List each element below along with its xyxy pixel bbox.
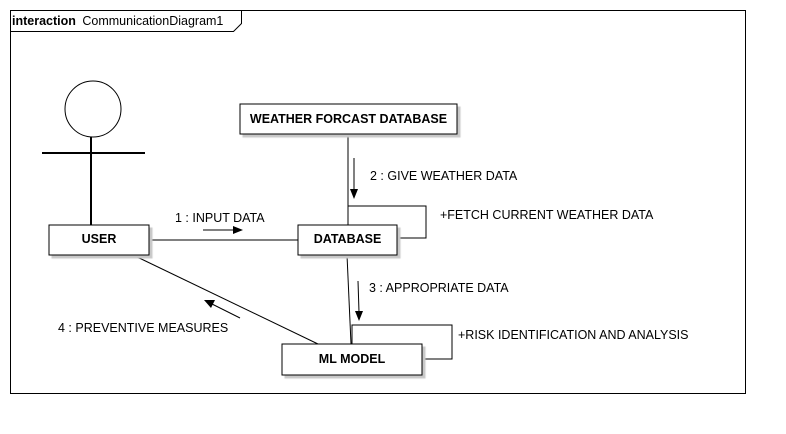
message-label-4: 4 : PREVENTIVE MEASURES <box>58 321 228 335</box>
frame-title: interaction CommunicationDiagram1 <box>12 12 223 29</box>
object-ml-model[interactable]: ML MODEL <box>281 343 423 376</box>
object-user[interactable]: USER <box>48 224 150 256</box>
link-user-mlmodel <box>132 254 319 345</box>
actor-stick-figure[interactable] <box>42 80 145 226</box>
self-call-label-database: +FETCH CURRENT WEATHER DATA <box>440 208 654 222</box>
object-ml-model-label: ML MODEL <box>319 352 386 366</box>
message-arrow-2 <box>350 158 358 199</box>
frame-name: CommunicationDiagram1 <box>82 14 223 28</box>
self-call-loop-mlmodel <box>351 324 453 360</box>
message-arrow-1 <box>203 226 243 234</box>
link-database-mlmodel <box>346 254 352 345</box>
message-label-2: 2 : GIVE WEATHER DATA <box>370 169 518 183</box>
message-label-1: 1 : INPUT DATA <box>175 211 265 225</box>
self-call-label-ml-model: +RISK IDENTIFICATION AND ANALYSIS <box>458 328 689 342</box>
message-arrow-4 <box>204 300 241 319</box>
object-weather-database-label: WEATHER FORCAST DATABASE <box>250 112 447 126</box>
object-database[interactable]: DATABASE <box>297 224 398 256</box>
frame-keyword: interaction <box>12 14 76 28</box>
object-user-label: USER <box>82 232 117 246</box>
object-database-label: DATABASE <box>314 232 382 246</box>
message-arrow-3 <box>355 280 363 321</box>
message-label-3: 3 : APPROPRIATE DATA <box>369 281 509 295</box>
interaction-frame: interaction CommunicationDiagram1 <box>10 10 746 394</box>
self-call-loop-database <box>347 205 427 239</box>
object-weather-database[interactable]: WEATHER FORCAST DATABASE <box>239 103 458 135</box>
